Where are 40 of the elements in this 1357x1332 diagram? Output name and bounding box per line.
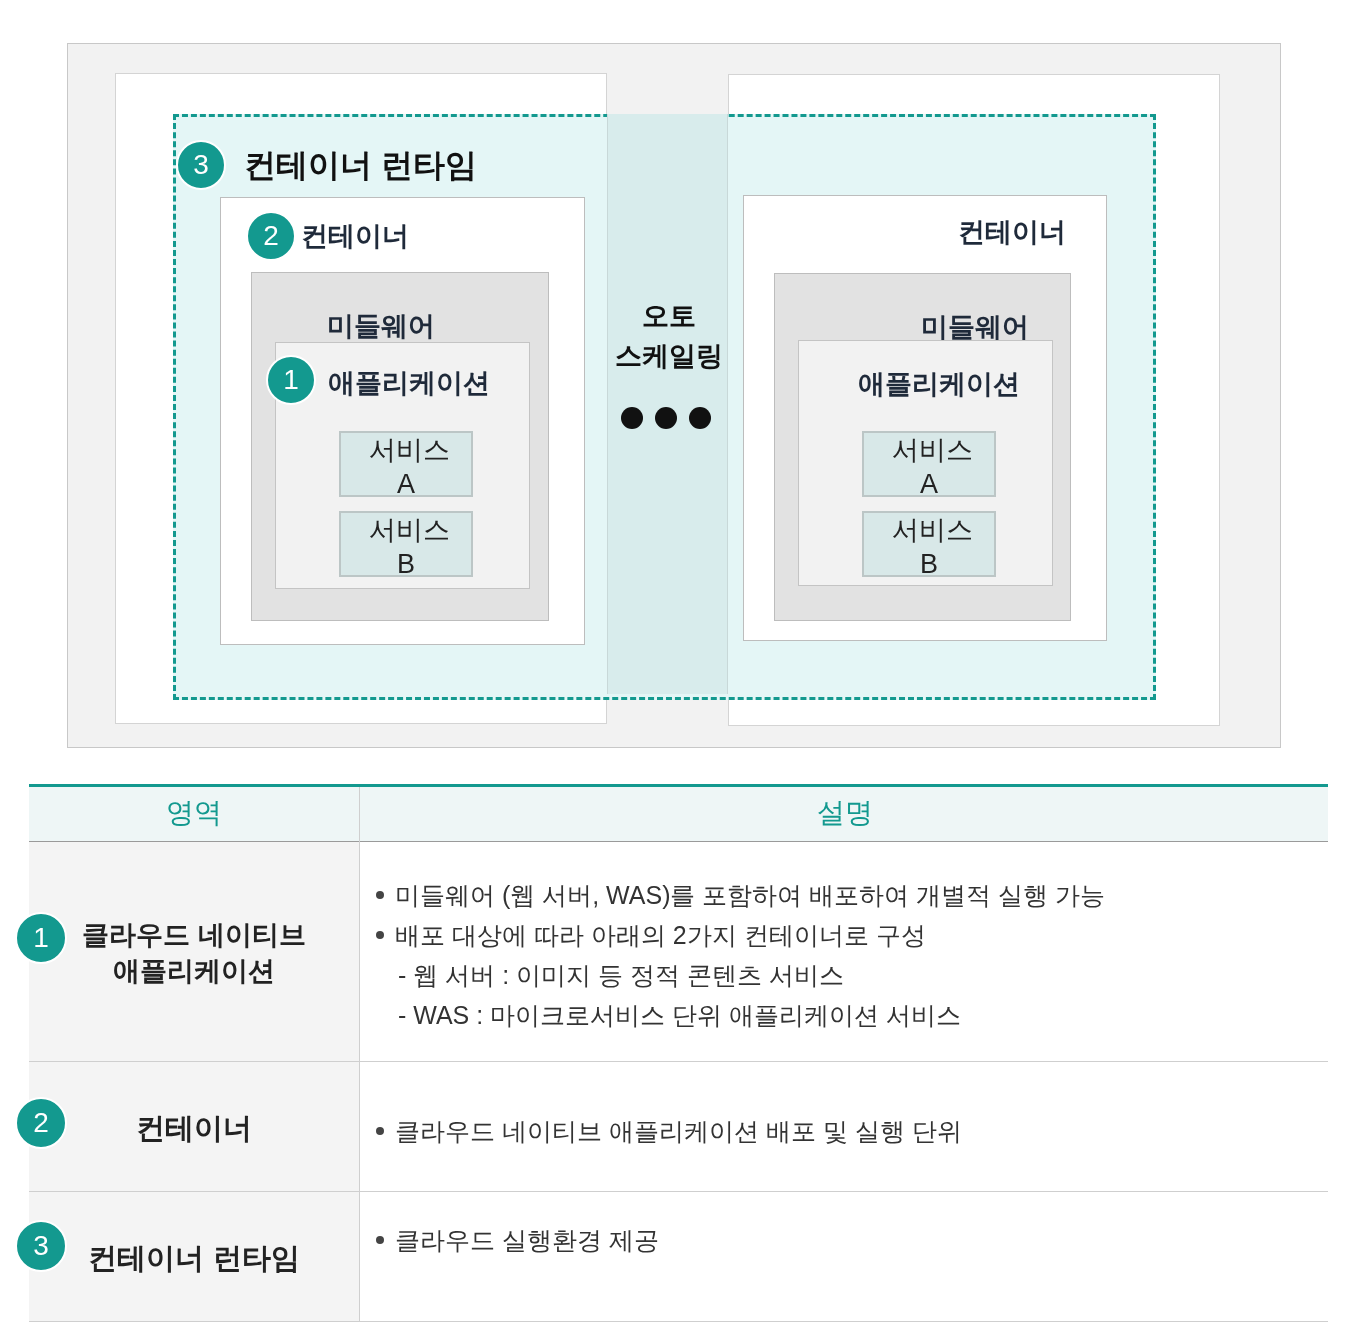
container-box — [743, 195, 1107, 641]
row-heading: 컨테이너 — [135, 1111, 253, 1146]
description-text: 배포 대상에 따라 아래의 2가지 컨테이너로 구성 — [395, 920, 926, 951]
container-box — [220, 197, 585, 645]
band-label: 오토 스케일링 — [613, 300, 724, 373]
service-label: 서비스 A — [368, 434, 451, 501]
number-badge: 1 — [266, 355, 316, 405]
runtime-area — [173, 114, 1156, 700]
box-title: 애플리케이션 — [328, 367, 490, 400]
service-label: 서비스 B — [891, 514, 974, 581]
row-heading: 클라우드 네이티브 애플리케이션 — [81, 919, 307, 988]
service-box — [862, 511, 996, 577]
number-badge: 3 — [15, 1220, 67, 1272]
service-box — [862, 431, 996, 497]
service-box — [339, 431, 473, 497]
box-title: 미들웨어 — [327, 310, 435, 343]
area-title: 컨테이너 런타임 — [244, 146, 477, 185]
row-heading: 컨테이너 런타임 — [87, 1241, 301, 1276]
number-badge: 2 — [246, 211, 296, 261]
column-header: 영역 — [166, 796, 222, 830]
service-label: 서비스 B — [368, 514, 451, 581]
column-header: 설명 — [817, 796, 873, 830]
box-title: 미들웨어 — [921, 311, 1029, 344]
box-title: 컨테이너 — [958, 216, 1066, 249]
number-badge: 2 — [15, 1097, 67, 1149]
service-box — [339, 511, 473, 577]
description-text: 클라우드 네이티브 애플리케이션 배포 및 실행 단위 — [395, 1116, 962, 1147]
application-box — [798, 340, 1053, 586]
description-text: 클라우드 실행환경 제공 — [395, 1225, 659, 1256]
number-badge: 1 — [15, 912, 67, 964]
description-text: - 웹 서버 : 이미지 등 정적 콘텐츠 서비스 — [398, 960, 844, 991]
box-title: 컨테이너 — [301, 220, 409, 253]
middleware-box — [774, 273, 1071, 621]
box-title: 애플리케이션 — [858, 368, 1020, 401]
service-label: 서비스 A — [891, 434, 974, 501]
description-text: - WAS : 마이크로서비스 단위 애플리케이션 서비스 — [398, 1000, 961, 1031]
description-text: 미들웨어 (웹 서버, WAS)를 포함하여 배포하여 개별적 실행 가능 — [395, 880, 1106, 911]
autoscaling-band — [607, 114, 728, 694]
number-badge: 3 — [176, 140, 226, 190]
middleware-box — [251, 272, 549, 621]
